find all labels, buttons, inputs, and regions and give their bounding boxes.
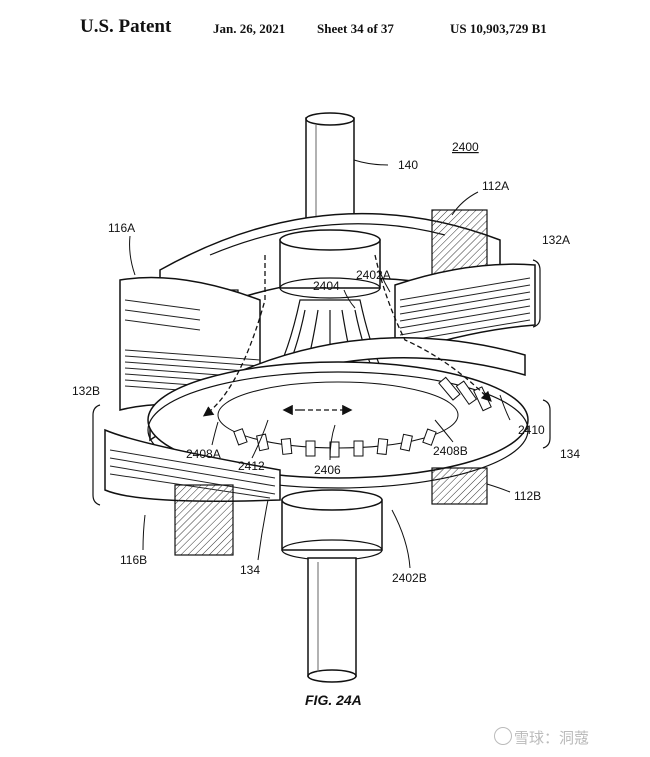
label-winding-bottom-left: 116B (120, 553, 147, 567)
label-rotor-disk-right: 134 (560, 447, 580, 461)
rotor-disk (147, 337, 529, 489)
label-lamination-left: 132B (72, 384, 100, 398)
label-bearing-top: 2402A (356, 268, 391, 282)
patent-office-label: U.S. Patent (80, 16, 172, 37)
watermark: 雪球：洞蔻 (514, 729, 590, 747)
bracket-134 (542, 399, 551, 449)
label-figure-id: 2400 (452, 140, 479, 154)
label-impeller: 2404 (313, 279, 340, 293)
bearing-lower (281, 489, 383, 561)
label-stator-top: 112A (482, 179, 509, 193)
label-flow-left: 2408A (186, 447, 221, 461)
patent-number: US 10,903,729 B1 (450, 21, 547, 36)
figure-caption: FIG. 24A (305, 692, 362, 708)
watermark-logo-icon (494, 727, 512, 745)
label-spoke: 2412 (238, 459, 265, 473)
stator-lower-ring (174, 467, 488, 556)
leader-lines (129, 159, 511, 569)
label-flow-right: 2408B (433, 444, 468, 458)
bracket-132B (92, 404, 101, 506)
label-winding-top-left: 116A (108, 221, 135, 235)
patent-date: Jan. 26, 2021 (213, 21, 286, 36)
label-shaft: 140 (398, 158, 418, 172)
label-bearing-bottom: 2402B (392, 571, 427, 585)
bearing-upper (279, 229, 381, 299)
label-rotor-disk-bottom: 134 (240, 563, 260, 577)
flow-arrows (202, 254, 492, 417)
winding-stack-right (394, 263, 536, 357)
label-lamination-top-right: 132A (542, 233, 570, 247)
bracket-132A (532, 259, 541, 328)
sheet-number: Sheet 34 of 37 (317, 21, 394, 36)
winding-stack-lower-left (104, 428, 281, 502)
label-disk-edge: 2410 (518, 423, 545, 437)
shaft-lower (307, 557, 357, 683)
label-stator-bottom: 112B (514, 489, 541, 503)
label-flow-arrow: 2406 (314, 463, 341, 477)
